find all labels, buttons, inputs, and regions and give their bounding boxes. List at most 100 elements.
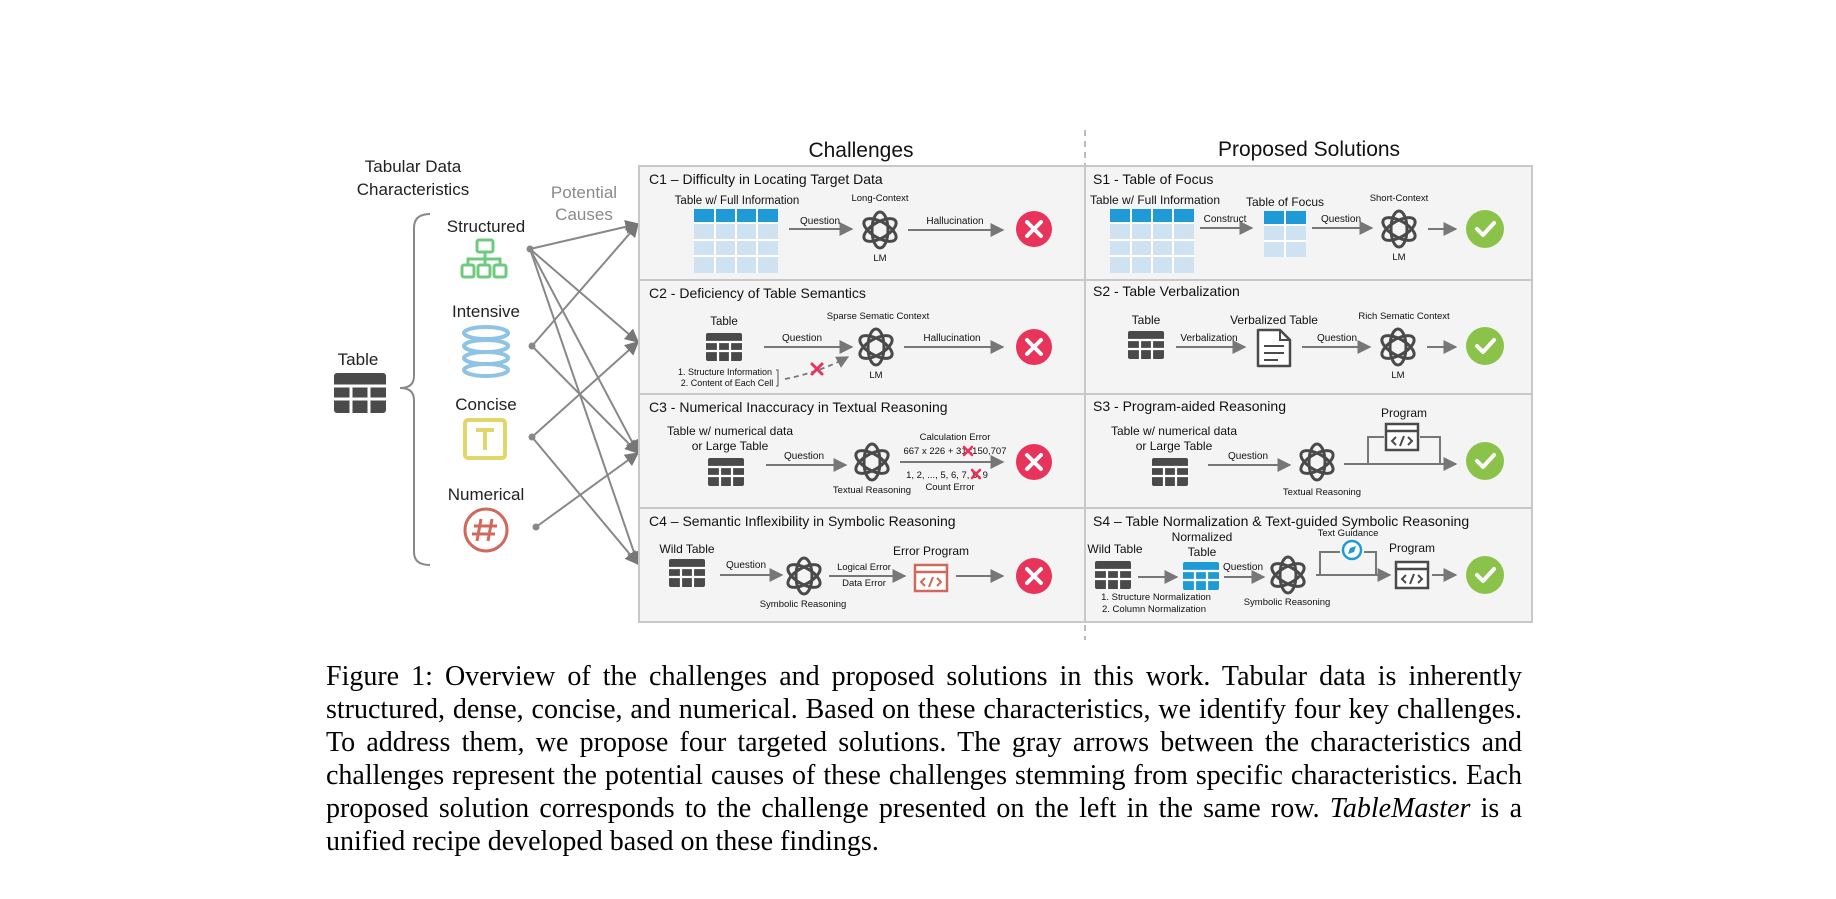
s4-guidance: Text Guidance <box>1318 528 1379 539</box>
c4-title: C4 – Semantic Inflexibility in Symbolic … <box>649 513 956 529</box>
characteristic-intensive: Intensive <box>452 302 520 321</box>
s2-table-label: Table <box>1132 313 1161 327</box>
success-icon <box>1464 554 1506 596</box>
characteristic-concise: Concise <box>455 395 516 414</box>
full-table-grid <box>694 209 778 273</box>
c4-data-error: Data Error <box>842 578 886 589</box>
s2-verbalized-label: Verbalized Table <box>1230 313 1318 327</box>
compass-icon <box>1341 539 1363 561</box>
s2-title: S2 - Table Verbalization <box>1093 283 1240 299</box>
c2-note1: 1. Structure Information <box>678 367 772 377</box>
solutions-header: Proposed Solutions <box>1218 138 1400 161</box>
challenge-c3: C3 - Numerical Inaccuracy in Textual Rea… <box>649 399 1054 496</box>
table-icon <box>704 331 744 363</box>
c2-lm-top: Sparse Sematic Context <box>827 311 930 322</box>
solution-s4: S4 – Table Normalization & Text-guided S… <box>1087 513 1506 615</box>
table-icon <box>1093 559 1133 591</box>
s4-note2: 2. Column Normalization <box>1102 604 1206 615</box>
c3-table-label2: or Large Table <box>692 439 769 453</box>
c3-count-expr: 1, 2, ..., 5, 6, 7, 8, 9 <box>906 470 988 481</box>
challenge-c2: C2 - Deficiency of Table Semantics Table… <box>649 285 1054 388</box>
document-icon <box>1256 328 1292 368</box>
s2-lm: LM <box>1391 370 1404 381</box>
s1-table-label: Table w/ Full Information <box>1090 193 1220 207</box>
s4-program-label: Program <box>1389 541 1435 555</box>
overview-figure: Tabular Data Characteristics Table Struc… <box>334 130 1533 640</box>
c4-symbolic-reasoning: Symbolic Reasoning <box>760 599 847 610</box>
text-icon <box>463 418 507 460</box>
c1-title: C1 – Difficulty in Locating Target Data <box>649 171 883 187</box>
solution-s3: S3 - Program-aided Reasoning Table w/ nu… <box>1093 398 1506 498</box>
s1-question: Question <box>1321 214 1361 225</box>
table-icon <box>1150 456 1190 488</box>
s3-table-label2: or Large Table <box>1136 439 1213 453</box>
table-label: Table <box>338 350 379 369</box>
s3-title: S3 - Program-aided Reasoning <box>1093 398 1286 414</box>
s4-symbolic-reasoning: Symbolic Reasoning <box>1244 597 1331 608</box>
characteristics-title-line2: Characteristics <box>357 180 469 199</box>
challenge-c1: C1 – Difficulty in Locating Target Data … <box>649 171 1054 273</box>
normalized-table-icon <box>1183 562 1219 590</box>
table-icon <box>667 557 707 589</box>
s4-note1: 1. Structure Normalization <box>1101 592 1211 603</box>
s4-title: S4 – Table Normalization & Text-guided S… <box>1093 513 1469 529</box>
c2-hallucination: Hallucination <box>923 333 980 344</box>
success-icon <box>1464 325 1506 367</box>
success-icon <box>1464 440 1506 482</box>
caption-text: Figure 1: Overview of the challenges and… <box>326 661 1522 824</box>
c1-question: Question <box>800 216 840 227</box>
c3-calc-expr: 667 x 226 + 31=150,707 <box>903 446 1006 457</box>
characteristics-title-line1: Tabular Data <box>365 157 462 176</box>
s1-construct: Construct <box>1204 214 1247 225</box>
c4-table-label: Wild Table <box>659 542 714 556</box>
characteristic-numerical: Numerical <box>448 485 525 504</box>
c3-table-label1: Table w/ numerical data <box>667 424 793 438</box>
c3-question: Question <box>784 451 824 462</box>
c3-count-label: Count Error <box>925 482 974 493</box>
error-icon <box>1014 442 1054 482</box>
success-icon <box>1464 208 1506 250</box>
solution-s2: S2 - Table Verbalization Table Verbaliza… <box>1093 283 1506 381</box>
s4-question: Question <box>1223 562 1263 573</box>
table-icon <box>1126 329 1166 361</box>
potential-causes-line1: Potential <box>551 183 617 202</box>
caption-method-name: TableMaster <box>1329 793 1471 824</box>
s4-table-label: Wild Table <box>1087 542 1142 556</box>
solution-s1: S1 - Table of Focus Table w/ Full Inform… <box>1090 171 1506 273</box>
table-icon <box>334 373 386 413</box>
s1-focus-label: Table of Focus <box>1246 195 1324 209</box>
full-table-grid <box>1110 209 1194 273</box>
c3-title: C3 - Numerical Inaccuracy in Textual Rea… <box>649 399 948 415</box>
challenge-c4: C4 – Semantic Inflexibility in Symbolic … <box>649 513 1054 610</box>
s4-normalized-line1: Normalized <box>1172 530 1233 544</box>
s3-textual-reasoning: Textual Reasoning <box>1283 487 1361 498</box>
characteristic-structured: Structured <box>447 217 525 236</box>
hierarchy-icon <box>460 238 508 279</box>
s2-verbalization: Verbalization <box>1180 333 1237 344</box>
caption-text-end: is a unified recipe developed based on t… <box>326 793 1522 857</box>
c4-logical-error: Logical Error <box>837 562 891 573</box>
c2-note2: 2. Content of Each Cell <box>681 378 774 388</box>
c1-table-label: Table w/ Full Information <box>675 195 800 207</box>
s3-table-label1: Table w/ numerical data <box>1111 424 1237 438</box>
c2-question: Question <box>782 333 822 344</box>
c4-question: Question <box>726 560 766 571</box>
error-icon <box>1014 209 1054 249</box>
program-icon <box>1394 560 1430 590</box>
c2-lm: LM <box>869 370 882 381</box>
program-icon <box>1384 422 1420 452</box>
brace <box>399 213 431 566</box>
database-icon <box>462 325 510 378</box>
s3-program-label: Program <box>1381 406 1427 420</box>
s1-lm: LM <box>1392 252 1405 263</box>
c1-lm-top: Long-Context <box>851 193 908 204</box>
error-icon <box>1014 556 1054 596</box>
c2-title: C2 - Deficiency of Table Semantics <box>649 285 866 301</box>
error-program-icon <box>913 563 949 593</box>
s1-title: S1 - Table of Focus <box>1093 171 1213 187</box>
s4-normalized-line2: Table <box>1188 545 1217 559</box>
c3-calc-label: Calculation Error <box>920 432 991 443</box>
cause-arrows <box>529 220 641 566</box>
focus-table-grid <box>1264 211 1306 257</box>
c2-table-label: Table <box>710 316 738 328</box>
